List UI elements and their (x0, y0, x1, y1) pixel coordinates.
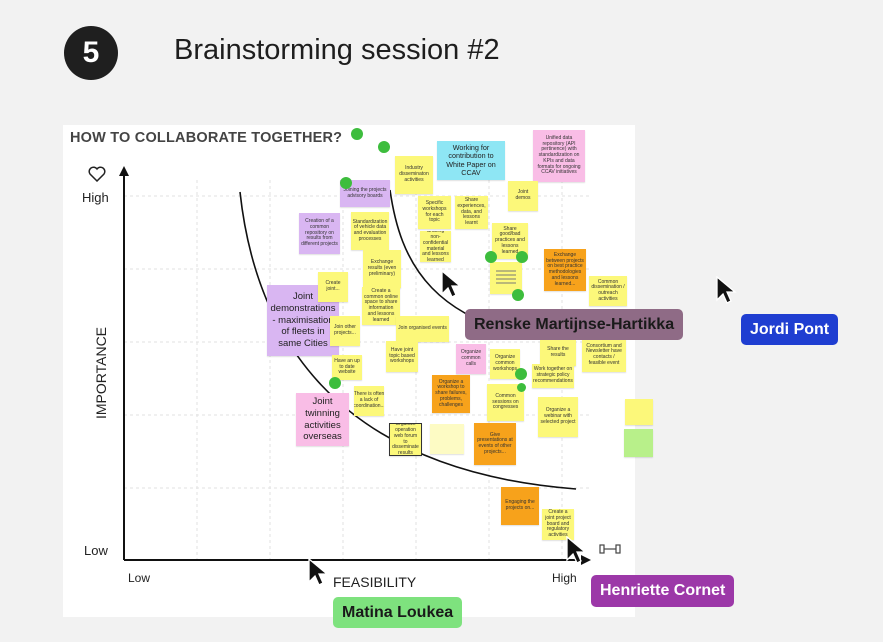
heart-icon (88, 166, 106, 182)
collaborator-tag-henriette: Henriette Cornet (591, 575, 735, 607)
vote-dot[interactable] (485, 251, 497, 263)
vote-dot[interactable] (515, 368, 527, 380)
sticky-note[interactable]: Standardization of vehicle data and eval… (351, 212, 389, 250)
y-axis-high-label: High (82, 190, 109, 205)
sticky-note[interactable]: Industry disseminaton activities (395, 156, 433, 194)
vote-dot[interactable] (351, 128, 363, 140)
sticky-note[interactable]: Exchange results (even preliminary) (363, 250, 401, 288)
vote-dot[interactable] (329, 377, 341, 389)
sticky-note[interactable]: Common dissemination / outreach activiti… (589, 276, 627, 306)
y-axis-low-label: Low (84, 543, 108, 558)
sticky-note[interactable]: Share experiences, data, and lessons lea… (455, 196, 488, 229)
collaborator-tag-jordi: Jordi Pont (741, 314, 839, 345)
sticky-note[interactable]: Create joint... (318, 272, 348, 302)
sticky-note[interactable] (490, 262, 522, 294)
board-title: HOW TO COLLABORATE TOGETHER? (70, 130, 343, 146)
y-axis-arrow (119, 166, 129, 176)
sticky-note[interactable]: Creation of a common repository on resul… (299, 213, 340, 254)
vote-dot[interactable] (340, 177, 352, 189)
sticky-note[interactable]: Common sessions on congresses (487, 384, 524, 421)
sticky-note[interactable]: Join other projects... (330, 316, 360, 346)
sticky-note[interactable]: Organize a webinar with selected project (538, 397, 578, 437)
cursor-pointer-icon (308, 558, 329, 586)
sticky-note[interactable]: Join organised events (396, 316, 449, 342)
sticky-note[interactable]: Organize common workshops (490, 349, 520, 379)
sticky-note[interactable]: Have an up to date website (332, 355, 362, 380)
cursor-pointer-icon (441, 270, 462, 298)
collaborator-tag-renske: Renske Martijnse-Hartikka (465, 309, 684, 340)
sticky-note[interactable]: Create a common online space to share in… (362, 287, 400, 325)
x-axis-label: FEASIBILITY (333, 574, 417, 590)
y-axis-label: IMPORTANCE (93, 326, 109, 420)
sticky-note[interactable]: Give presentations at events of other pr… (474, 423, 516, 465)
sticky-note[interactable] (430, 424, 464, 454)
x-axis-arrow (581, 555, 591, 565)
sticky-note[interactable]: Share the results (540, 340, 576, 366)
sticky-note[interactable]: Sharing non-confidential material and le… (420, 231, 451, 262)
dumbbell-icon (599, 544, 621, 554)
sticky-note[interactable]: Unified data repository (API pertinence)… (533, 130, 585, 182)
sticky-note[interactable]: Organize operation web forum to dissemin… (389, 423, 422, 456)
sticky-note[interactable]: Joint demos (508, 181, 538, 211)
sticky-note[interactable]: Organize common calls (456, 344, 486, 374)
text-lines-icon (496, 270, 516, 284)
sticky-note[interactable] (624, 429, 653, 457)
vote-dot[interactable] (516, 251, 528, 263)
sticky-note[interactable]: Have joint topic based workshops (386, 341, 418, 372)
sticky-note[interactable]: Work together on strategic policy recomm… (532, 364, 574, 388)
vote-dot[interactable] (517, 383, 526, 392)
sticky-note[interactable]: Joint twinning activities overseas (296, 393, 349, 446)
collaborator-tag-matina: Matina Loukea (333, 597, 463, 628)
sticky-note[interactable]: Working for contribution to White Paper … (437, 141, 505, 180)
x-axis-high-label: High (552, 571, 577, 585)
sticky-note[interactable]: Exchange between projects on best practi… (544, 249, 586, 291)
sticky-note[interactable]: Consortium and Newsletter have contacts … (582, 338, 626, 372)
vote-dot[interactable] (378, 141, 390, 153)
sticky-note[interactable]: Organize a workshop to share failures, p… (432, 375, 470, 413)
page-title: Brainstorming session #2 (174, 34, 500, 66)
sticky-note[interactable]: Engaging the projects on... (501, 487, 539, 525)
sticky-note[interactable]: There is often a lack of coordination... (354, 386, 384, 416)
sticky-note[interactable] (625, 399, 653, 425)
step-number-badge: 5 (64, 26, 118, 80)
cursor-pointer-icon (566, 536, 587, 564)
vote-dot[interactable] (512, 289, 524, 301)
sticky-note[interactable]: Create a joint project board and regulat… (542, 509, 574, 540)
x-axis-low-label: Low (128, 571, 151, 585)
cursor-pointer-icon (716, 276, 737, 304)
sticky-note[interactable]: Specific workshops for each topic (418, 196, 451, 229)
priority-curve-outer (239, 191, 577, 490)
